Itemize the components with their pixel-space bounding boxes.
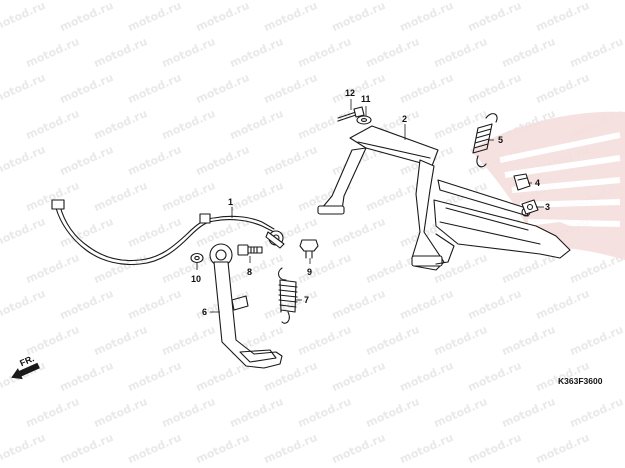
callout-5: 5: [498, 135, 503, 145]
callout-11: 11: [361, 94, 371, 104]
part-2-main-stand: [317, 125, 571, 271]
callout-labels: 1 2 3 4 5 6 7 8 9 10 11 12: [191, 88, 550, 317]
callout-1: 1: [228, 197, 233, 207]
part-1-cable: [51, 199, 285, 266]
part-12-bolt: [337, 106, 365, 122]
part-9-bolt: [299, 239, 319, 259]
part-10-washer: [190, 252, 204, 264]
front-direction-arrow-icon: FR.: [11, 353, 40, 380]
callout-12: 12: [345, 88, 355, 98]
callout-10: 10: [191, 274, 201, 284]
part-4-bushing: [513, 173, 531, 191]
callout-3: 3: [545, 202, 550, 212]
part-11-washer: [356, 115, 372, 125]
callout-4: 4: [535, 178, 540, 188]
callout-8: 8: [247, 267, 252, 277]
part-8-bolt: [237, 244, 263, 256]
cable-connector: [51, 199, 65, 210]
part-6-side-stand: [209, 243, 283, 369]
leader-lines: [196, 99, 544, 313]
part-7-spring: [277, 267, 298, 324]
drawing-code: K363F3600: [558, 376, 603, 386]
callout-7: 7: [304, 295, 309, 305]
callout-6: 6: [202, 307, 207, 317]
callout-9: 9: [307, 267, 312, 277]
part-5-spring: [472, 113, 498, 168]
callout-2: 2: [402, 114, 407, 124]
part-3-bolt: [521, 199, 539, 215]
